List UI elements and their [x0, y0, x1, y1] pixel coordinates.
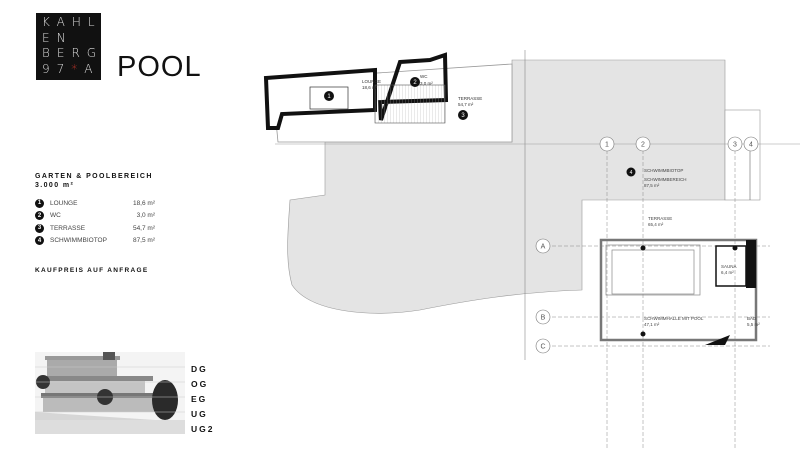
- halle-area: 47,1 m²: [644, 322, 660, 327]
- floor-og[interactable]: OG: [191, 379, 209, 389]
- axis-label: 1: [605, 142, 609, 149]
- axis-label: 2: [641, 142, 645, 149]
- halle-label: SCHWIMMHALLE MIT POOL: [644, 316, 704, 321]
- logo-row: EN: [42, 30, 73, 45]
- floor-ug2[interactable]: UG2: [191, 424, 215, 434]
- floor-dg[interactable]: DG: [191, 364, 208, 374]
- biotop-label: SCHWIMMBIOTOP: [644, 168, 683, 173]
- sauna-label: SAUNA: [721, 264, 737, 269]
- axis-label: 3: [733, 142, 737, 149]
- floor-ug[interactable]: UG: [191, 409, 208, 419]
- svg-text:3: 3: [461, 113, 465, 119]
- svg-text:1: 1: [327, 94, 331, 100]
- lounge-area: 18,6 m²: [362, 85, 378, 90]
- logo-row: BERG: [42, 46, 104, 60]
- axis-label: 4: [749, 142, 753, 149]
- logo-row: KAHL: [42, 15, 102, 29]
- sauna-area: 6,4 m²: [721, 270, 734, 275]
- logo: KAHL EN BERG 97*A: [36, 13, 101, 80]
- lounge-label: LOUNGE: [362, 79, 381, 84]
- terrasse-area: 54,7 m²: [458, 102, 474, 107]
- area-heading: GARTEN & POOLBEREICH 3.000 m²: [35, 173, 153, 189]
- terrasse2-area: 65,4 m²: [648, 222, 664, 227]
- axis-label: A: [541, 244, 546, 251]
- axis-label: C: [540, 344, 545, 351]
- svg-text:4: 4: [630, 170, 633, 176]
- svg-text:2: 2: [413, 80, 417, 86]
- floor-eg[interactable]: EG: [191, 394, 208, 404]
- axis-label: B: [541, 315, 546, 322]
- wc-label: WC: [420, 74, 428, 79]
- page-title: POOL: [117, 51, 202, 83]
- bad-area: 5,5 m²: [747, 322, 760, 327]
- building-section-image: [35, 352, 185, 434]
- logo-row: 97*A: [42, 61, 100, 76]
- wc-area: 3,0 m²: [420, 81, 433, 86]
- terrasse2-label: TERRASSE: [648, 216, 672, 221]
- price-note: KAUFPREIS AUF ANFRAGE: [35, 267, 149, 274]
- biotop-sub: SCHWIMMBEREICH: [644, 177, 687, 182]
- floor-selector: DG OG EG UG UG2: [191, 362, 214, 437]
- biotop-area: 87,5 m²: [644, 183, 660, 188]
- terrasse-label: TERRASSE: [458, 96, 482, 101]
- garden-area: [287, 59, 726, 314]
- bad-label: BAD: [747, 316, 757, 321]
